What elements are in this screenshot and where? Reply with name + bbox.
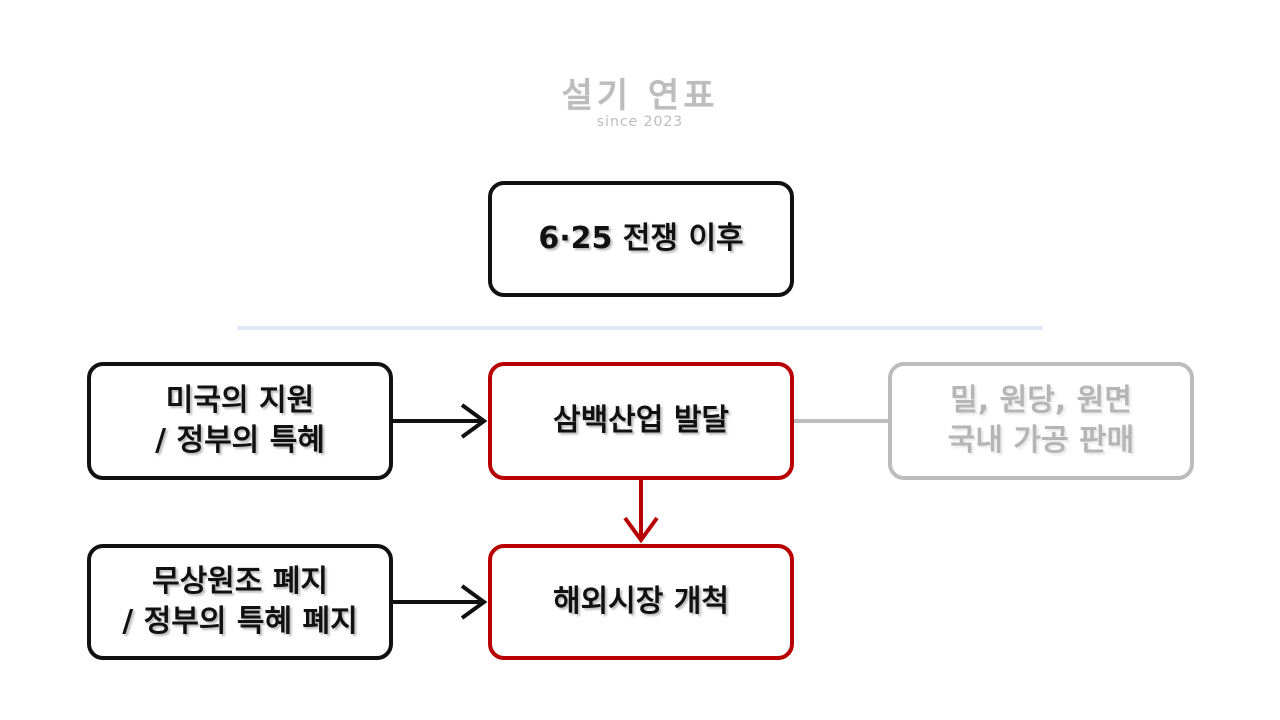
arrow-center-to-bottom: [623, 480, 659, 544]
logo-title: 설기 연표: [561, 76, 719, 116]
left-top-box: 미국의 지원 / 정부의 특혜: [87, 362, 393, 480]
logo: 설기 연표 since 2023: [540, 76, 740, 130]
arrow-left-bottom-to-bottom: [393, 584, 488, 620]
left-bottom-box: 무상원조 폐지 / 정부의 특혜 폐지: [87, 544, 393, 660]
logo-subtitle: since 2023: [596, 114, 684, 130]
center-box: 삼백산업 발달: [488, 362, 794, 480]
section-divider: [237, 326, 1043, 330]
bottom-box: 해외시장 개척: [488, 544, 794, 660]
right-box: 밀, 원당, 원면 국내 가공 판매: [888, 362, 1194, 480]
top-box: 6·25 전쟁 이후: [488, 181, 794, 297]
arrow-left-top-to-center: [393, 403, 488, 439]
